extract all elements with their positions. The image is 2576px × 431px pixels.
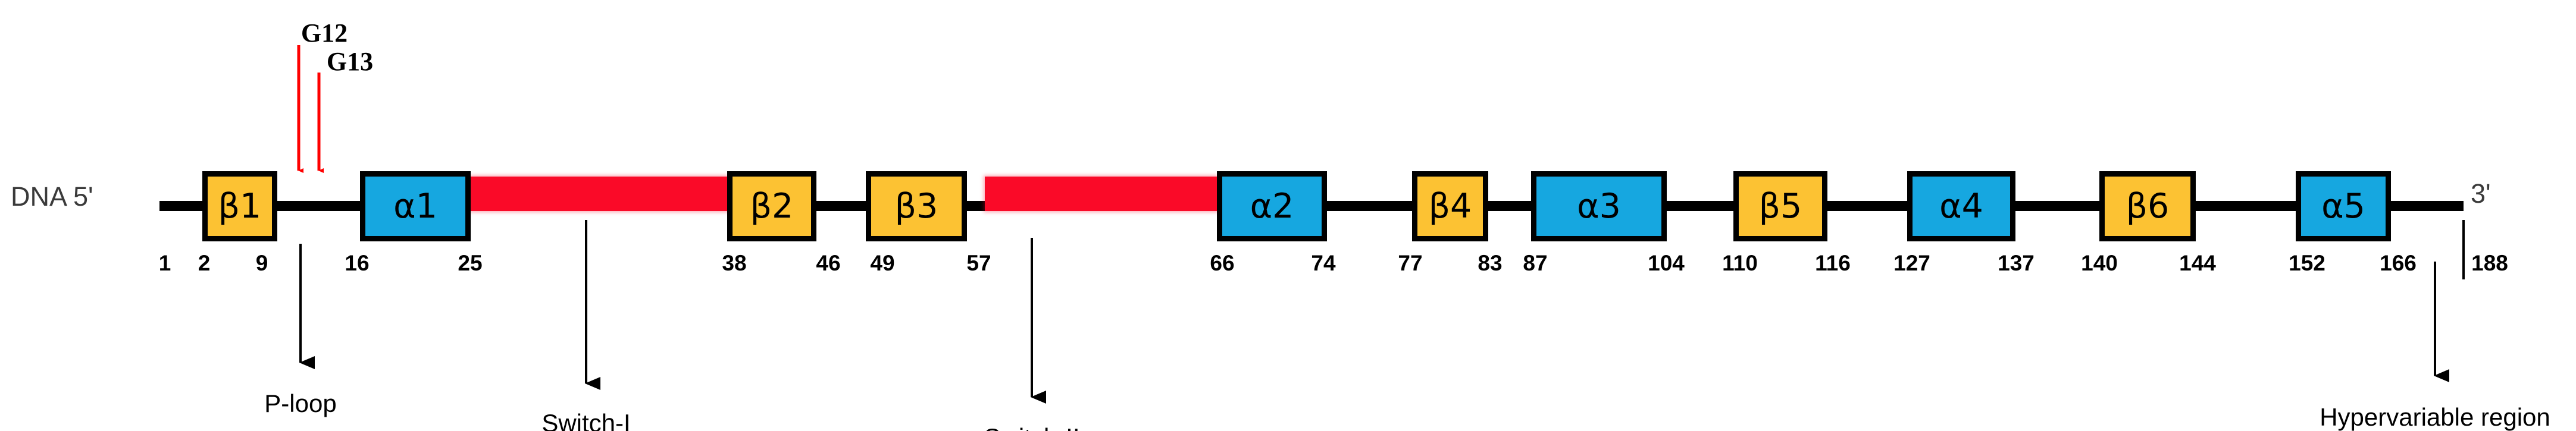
- sse-box-b3[interactable]: β3: [866, 171, 967, 241]
- sse-box-a1[interactable]: α1: [360, 171, 471, 241]
- residue-number: 74: [1311, 251, 1336, 275]
- residue-number: 1: [158, 251, 171, 275]
- sse-box-b5[interactable]: β5: [1733, 171, 1827, 241]
- backbone-segment-b1-a1: [273, 201, 367, 211]
- annotation-label-p-loop: P-loop: [264, 389, 337, 417]
- switch-i-bar: [470, 177, 730, 211]
- residue-number: 104: [1648, 251, 1685, 275]
- backbone-segment-b2-b3: [810, 201, 872, 211]
- residue-number: 46: [816, 251, 841, 275]
- sse-label: β5: [1758, 186, 1802, 226]
- sse-label: α3: [1577, 186, 1621, 226]
- sse-box-b6[interactable]: β6: [2099, 171, 2196, 241]
- residue-number: 127: [1893, 251, 1930, 275]
- residue-number: 166: [2380, 251, 2417, 275]
- residue-number: 188: [2471, 251, 2508, 275]
- sse-label: β2: [750, 186, 794, 226]
- residue-number: 152: [2289, 251, 2325, 275]
- residue-number: 25: [458, 251, 483, 275]
- three-prime-label: 3': [2471, 178, 2491, 209]
- backbone-segment-b6-a5: [2191, 201, 2302, 211]
- residue-number: 49: [870, 251, 895, 275]
- residue-number: 38: [722, 251, 747, 275]
- sse-label: α2: [1250, 186, 1294, 226]
- sse-box-a3[interactable]: α3: [1531, 171, 1667, 241]
- mutation-label-g12: G12: [301, 18, 348, 48]
- residue-number: 77: [1398, 251, 1423, 275]
- sse-box-a2[interactable]: α2: [1217, 171, 1327, 241]
- annotation-label-switch-i: Switch-I: [542, 409, 631, 431]
- residue-number: 83: [1478, 251, 1503, 275]
- residue-number: 2: [198, 251, 211, 275]
- residue-number: 66: [1210, 251, 1235, 275]
- sse-label: β4: [1428, 186, 1472, 226]
- mutation-label-g13: G13: [326, 47, 374, 76]
- sse-label: α4: [1939, 186, 1983, 226]
- backbone-segment-b5-a4: [1822, 201, 1913, 211]
- residue-number: 140: [2081, 251, 2118, 275]
- residue-number: 9: [255, 251, 268, 275]
- sse-box-a4[interactable]: α4: [1907, 171, 2015, 241]
- residue-number: 116: [1815, 251, 1851, 275]
- residue-number: 87: [1523, 251, 1548, 275]
- sse-label: α1: [393, 186, 437, 226]
- residue-number: 137: [1998, 251, 2034, 275]
- backbone-segment-a3-b5: [1661, 201, 1740, 211]
- sse-label: β6: [2126, 186, 2170, 226]
- backbone-segment-left: [159, 201, 207, 211]
- annotation-label-switch-ii: Switch-II: [984, 423, 1079, 431]
- residue-number: 144: [2179, 251, 2216, 275]
- backbone-segment-a2-b4: [1321, 201, 1419, 211]
- sse-box-b1[interactable]: β1: [202, 171, 277, 241]
- residue-number: 16: [345, 251, 370, 275]
- sse-label: β1: [218, 186, 262, 226]
- backbone-segment-a4-b6: [2010, 201, 2105, 211]
- sse-box-a5[interactable]: α5: [2296, 171, 2391, 241]
- dna-5-prime-label: DNA 5': [11, 181, 93, 212]
- residue-number: 57: [966, 251, 991, 275]
- backbone-segment-right: [2386, 201, 2464, 211]
- sse-label: β3: [894, 186, 938, 226]
- sse-label: α5: [2321, 186, 2365, 226]
- sse-box-b4[interactable]: β4: [1412, 171, 1488, 241]
- annotation-label-hypervariable-region: Hypervariable region: [2320, 403, 2550, 431]
- residue-number: 110: [1722, 251, 1758, 275]
- switch-ii-bar: [985, 177, 1218, 211]
- backbone-segment-b4-a3: [1483, 201, 1538, 211]
- sse-box-b2[interactable]: β2: [727, 171, 816, 241]
